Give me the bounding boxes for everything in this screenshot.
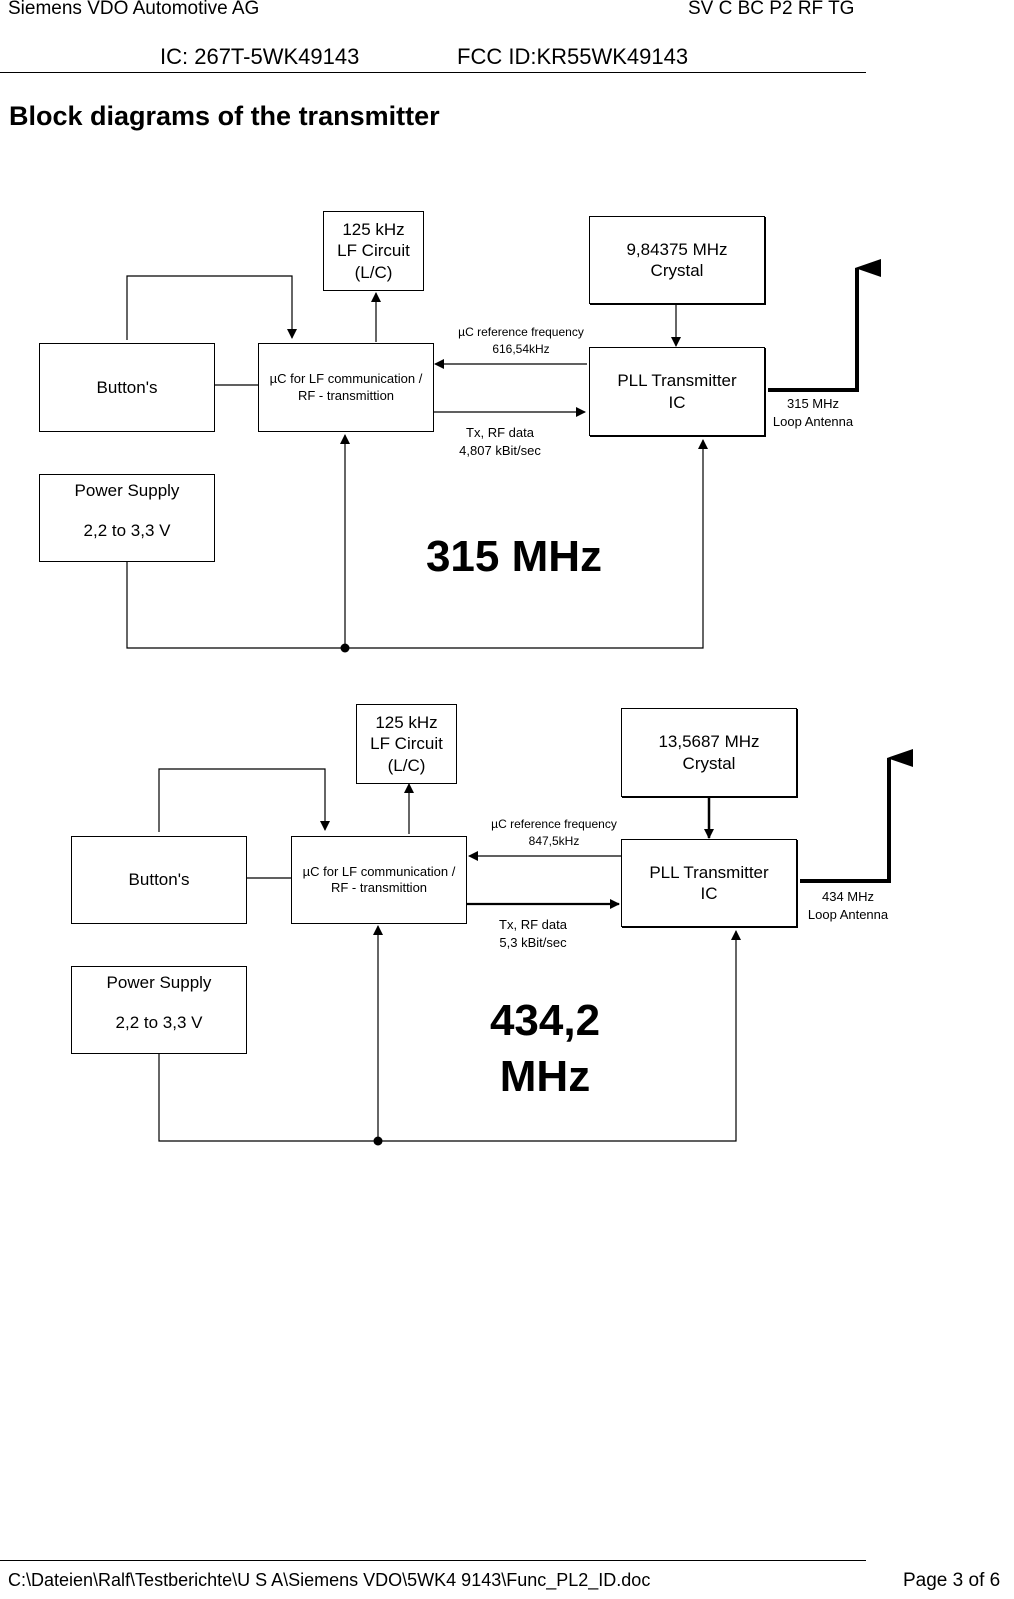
band-line1: 434,2 (489, 996, 601, 1045)
band-line1: 315 MHz (425, 532, 603, 581)
fcc-id: FCC ID:KR55WK49143 (457, 44, 689, 69)
pll-label-line2: IC (668, 392, 686, 412)
page-number: Page 3 of 6 (903, 1570, 1001, 1591)
crystal-box: 9,84375 MHz Crystal (589, 216, 765, 304)
page-title: Block diagrams of the transmitter (9, 101, 440, 131)
band-line2: MHz (499, 1052, 591, 1102)
document-path: C:\Dateien\Ralf\Testberichte\U S A\Sieme… (8, 1570, 651, 1590)
lf-circuit-label: LF Circuit (370, 734, 443, 754)
company-name: Siemens VDO Automotive AG (8, 0, 260, 19)
power-supply-voltage: 2,2 to 3,3 V (115, 1013, 203, 1033)
buttons-label: Button's (96, 377, 158, 397)
ref-freq-value: 616,54kHz (492, 341, 550, 356)
antenna-label: 434 MHz Loop Antenna (803, 888, 893, 924)
antenna-type: Loop Antenna (807, 907, 889, 923)
crystal-freq: 9,84375 MHz (626, 239, 728, 259)
tx-data-title: Tx, RF data (466, 425, 534, 440)
pll-box: PLL Transmitter IC (589, 347, 765, 436)
lf-circuit-box: 125 kHz LF Circuit (L/C) (323, 211, 424, 291)
power-supply-box: Power Supply 2,2 to 3,3 V (39, 474, 215, 562)
footer-rule (0, 1560, 866, 1561)
lf-circuit-freq: 125 kHz (375, 713, 438, 733)
ref-freq-label: µC reference frequency 847,5kHz (488, 816, 620, 850)
pll-label-line1: PLL Transmitter (649, 862, 769, 882)
uc-box: µC for LF communication / RF - transmitt… (258, 343, 434, 432)
uc-label-line2: RF - transmittion (330, 880, 428, 895)
tx-data-value: 5,3 kBit/sec (499, 935, 567, 951)
crystal-freq: 13,5687 MHz (658, 732, 760, 752)
tx-data-label: Tx, RF data 5,3 kBit/sec (483, 916, 583, 952)
uc-label-line1: µC for LF communication / (302, 863, 456, 879)
tx-data-label: Tx, RF data 4,807 kBit/sec (450, 424, 550, 460)
power-supply-box: Power Supply 2,2 to 3,3 V (71, 966, 247, 1054)
uc-label-line2: RF - transmittion (297, 387, 395, 403)
uc-box: µC for LF communication / RF - transmitt… (291, 836, 467, 924)
department-code: SV C BC P2 RF TG (688, 0, 855, 19)
lf-circuit-label: LF Circuit (337, 241, 410, 261)
buttons-label: Button's (128, 870, 190, 890)
antenna-label: 315 MHz Loop Antenna (768, 395, 858, 431)
power-supply-voltage: 2,2 to 3,3 V (83, 521, 171, 541)
pll-label-line1: PLL Transmitter (617, 371, 737, 391)
band-label: 315 MHz (404, 528, 624, 585)
lf-circuit-type: (L/C) (387, 755, 426, 775)
buttons-box: Button's (71, 836, 247, 924)
diagram-1-wires (126, 259, 881, 653)
pll-label-line2: IC (700, 884, 718, 903)
antenna-freq: 315 MHz (786, 396, 840, 411)
tx-data-value: 4,807 kBit/sec (459, 443, 541, 459)
tx-data-title: Tx, RF data (499, 917, 567, 932)
power-supply-label: Power Supply (106, 973, 212, 992)
header-rule (0, 72, 866, 73)
ref-freq-title: µC reference frequency (491, 817, 617, 831)
crystal-box: 13,5687 MHz Crystal (621, 708, 797, 797)
ref-freq-value: 847,5kHz (528, 833, 580, 848)
crystal-label: Crystal (650, 261, 704, 280)
power-supply-label: Power Supply (74, 481, 180, 500)
lf-circuit-box: 125 kHz LF Circuit (L/C) (356, 704, 457, 784)
ref-freq-title: µC reference frequency (458, 325, 584, 339)
diagram-2-wires (158, 749, 913, 1146)
ref-freq-label: µC reference frequency 616,54kHz (455, 324, 587, 358)
band-label: 434,2 MHz (450, 993, 640, 1106)
pll-box: PLL Transmitter IC (621, 839, 797, 927)
antenna-freq: 434 MHz (821, 889, 875, 904)
lf-circuit-freq: 125 kHz (342, 220, 405, 240)
crystal-label: Crystal (682, 753, 736, 773)
buttons-box: Button's (39, 343, 215, 432)
uc-label-line1: µC for LF communication / (269, 371, 423, 387)
ic-id: IC: 267T-5WK49143 (160, 44, 360, 69)
antenna-type: Loop Antenna (772, 414, 854, 430)
lf-circuit-type: (L/C) (354, 262, 393, 282)
